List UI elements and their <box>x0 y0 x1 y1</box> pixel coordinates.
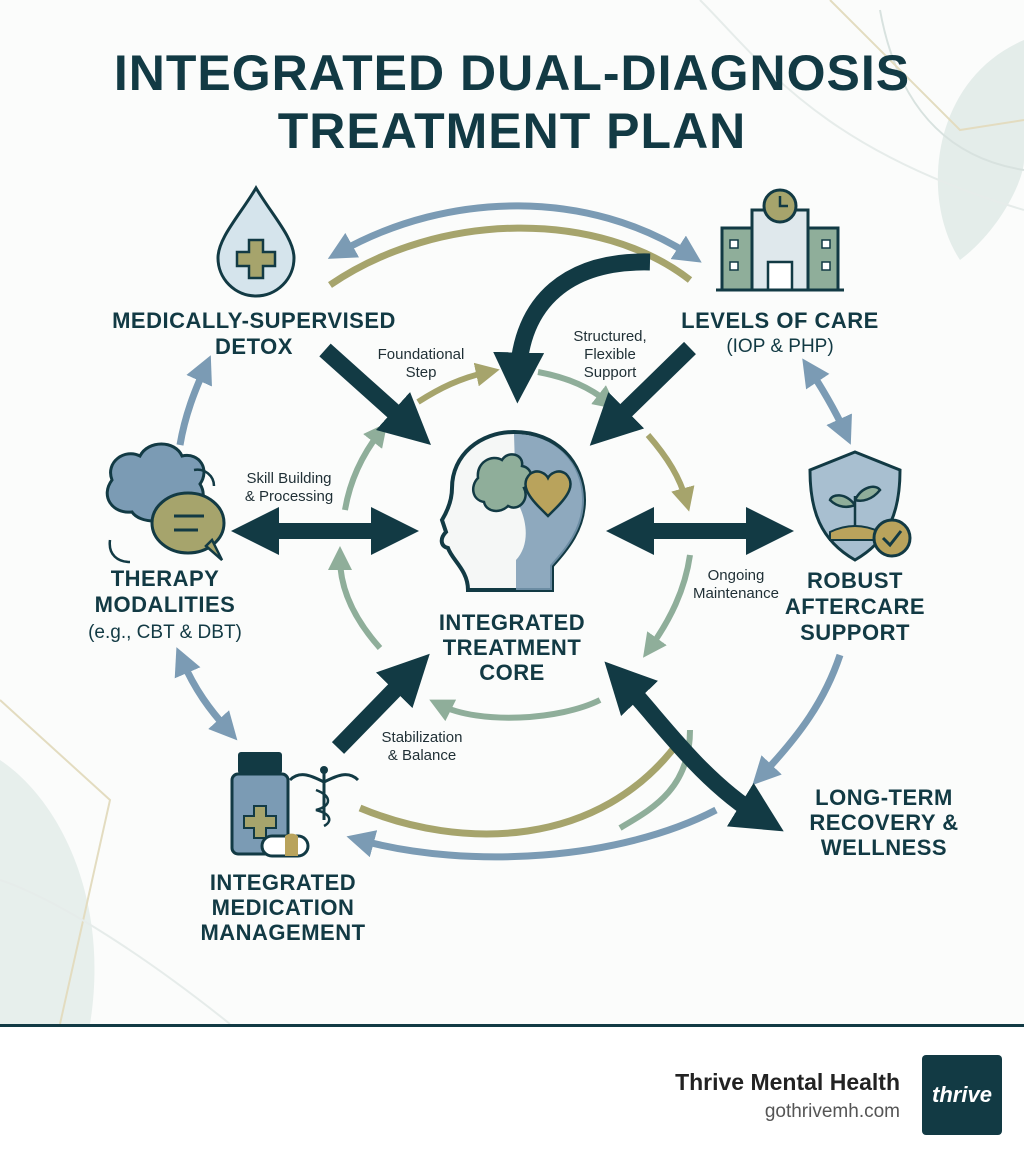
shield-sprout-check-icon <box>808 450 912 562</box>
water-drop-cross-icon <box>216 185 296 298</box>
inner-cycle-arrows <box>328 362 695 722</box>
head-brain-heart-icon <box>439 429 587 592</box>
detox-title-line-2: DETOX <box>215 334 293 359</box>
stabilization-label-line-2: & Balance <box>388 747 456 764</box>
levels-subtitle: (IOP & PHP) <box>726 336 833 357</box>
levels-title: LEVELS OF CARE <box>681 308 879 333</box>
skill-label-line-2: & Processing <box>245 488 333 505</box>
brand-url[interactable]: gothrivemh.com <box>764 1101 900 1122</box>
therapy-subtitle: (e.g., CBT & DBT) <box>88 622 242 643</box>
ongoing-label-line-1: Ongoing <box>708 567 765 584</box>
core-title-line-3: CORE <box>479 660 545 685</box>
structured-label-line-3: Support <box>584 364 637 381</box>
detox-title-line-1: MEDICALLY-SUPERVISED <box>112 308 396 333</box>
recovery-title-line-1: LONG-TERM <box>815 785 953 810</box>
medication-title-line-3: MANAGEMENT <box>200 920 365 945</box>
ongoing-label-line-2: Maintenance <box>693 585 779 602</box>
skill-label-line-1: Skill Building <box>246 470 331 487</box>
title-line-2: TREATMENT PLAN <box>278 103 747 159</box>
brand-name: Thrive Mental Health <box>675 1069 900 1095</box>
foundational-label-line-2: Step <box>406 364 437 381</box>
foundational-label-line-1: Foundational <box>378 346 465 363</box>
structured-label-line-1: Structured, <box>573 328 646 345</box>
recovery-title-line-2: RECOVERY & <box>809 810 958 835</box>
brand-logo-text: thrive <box>932 1082 992 1107</box>
structured-label-line-2: Flexible <box>584 346 636 363</box>
speech-bubbles-icon <box>105 442 226 564</box>
aftercare-title-line-3: SUPPORT <box>800 620 910 645</box>
footer: Thrive Mental Health gothrivemh.com thri… <box>0 1024 1024 1157</box>
pill-bottle-caduceus-icon <box>230 752 360 858</box>
title-line-1: INTEGRATED DUAL-DIAGNOSIS <box>114 45 910 101</box>
recovery-title-line-3: WELLNESS <box>821 835 947 860</box>
brand-logo[interactable]: thrive <box>922 1055 1002 1135</box>
aftercare-title-line-2: AFTERCARE <box>785 594 925 619</box>
therapy-title-line-2: MODALITIES <box>95 592 236 617</box>
core-title-line-2: TREATMENT <box>443 635 582 660</box>
medication-title-line-2: MEDICATION <box>212 895 355 920</box>
background-decoration <box>0 0 1024 1024</box>
therapy-title-line-1: THERAPY <box>111 566 220 591</box>
stabilization-label-line-1: Stabilization <box>382 729 463 746</box>
medication-title-line-1: INTEGRATED <box>210 870 356 895</box>
diagram-canvas: INTEGRATED DUAL-DIAGNOSIS TREATMENT PLAN <box>0 0 1024 1024</box>
core-title-line-1: INTEGRATED <box>439 610 585 635</box>
aftercare-title-line-1: ROBUST <box>807 568 903 593</box>
core-arrows <box>231 253 794 832</box>
hospital-building-icon <box>716 188 844 292</box>
